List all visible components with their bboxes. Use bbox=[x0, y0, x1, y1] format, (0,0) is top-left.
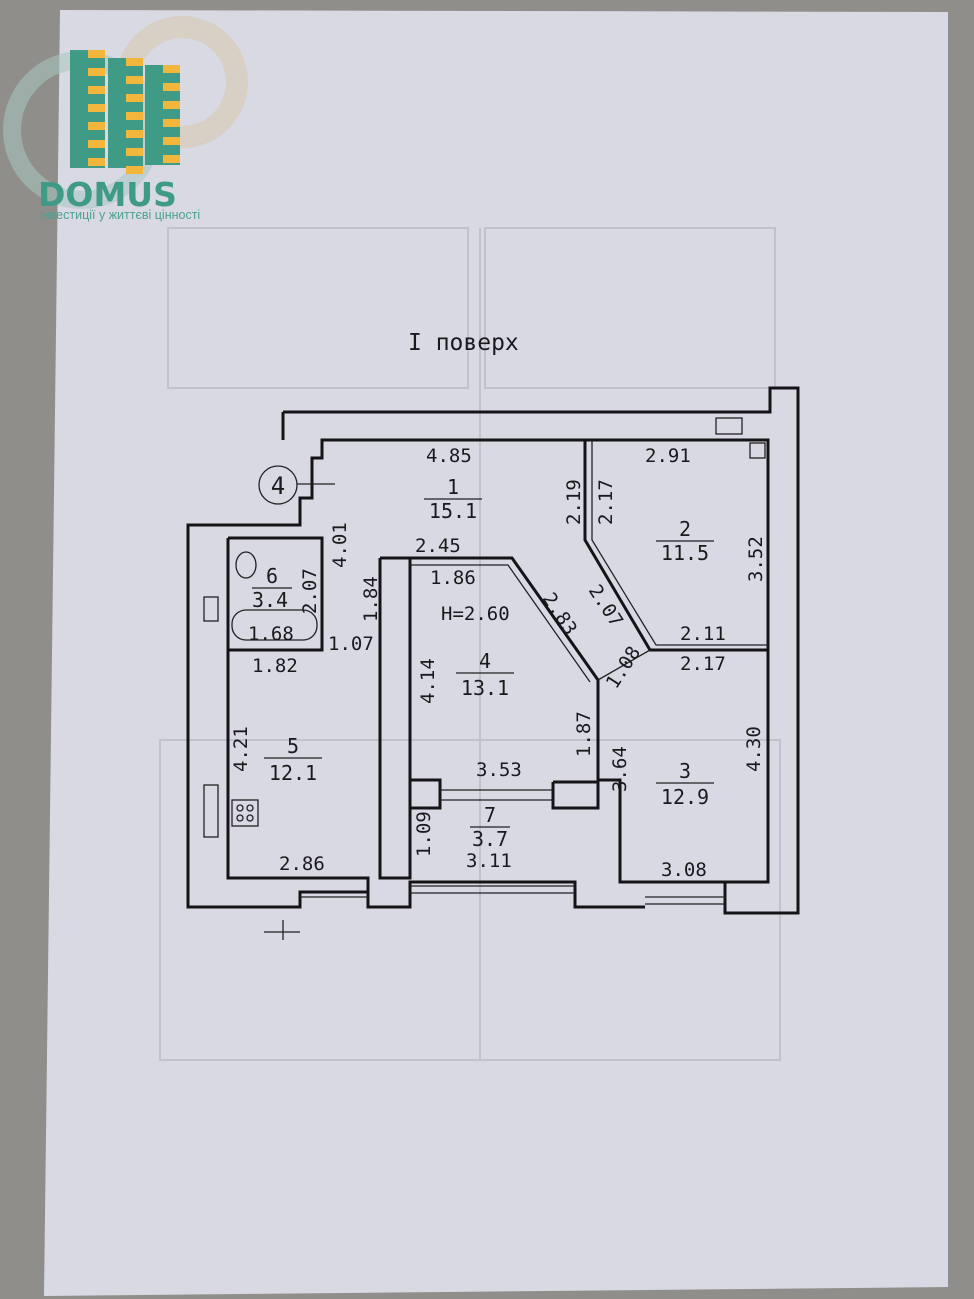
svg-text:1.86: 1.86 bbox=[430, 567, 476, 589]
svg-text:3.53: 3.53 bbox=[476, 759, 522, 781]
svg-text:15.1: 15.1 bbox=[429, 499, 477, 523]
room-1: 115.1 bbox=[424, 475, 482, 523]
ghost-background-plan bbox=[159, 227, 781, 1061]
svg-text:4: 4 bbox=[271, 472, 285, 500]
svg-text:2.17: 2.17 bbox=[595, 479, 617, 525]
svg-text:2: 2 bbox=[679, 517, 691, 541]
svg-text:3.7: 3.7 bbox=[472, 827, 508, 851]
svg-text:2.45: 2.45 bbox=[415, 535, 461, 557]
room-3: 312.9 bbox=[656, 759, 714, 809]
svg-text:12.9: 12.9 bbox=[661, 785, 709, 809]
room-labels: 115.1 211.5 312.9 413.1 512.1 63.4 73.7 bbox=[252, 475, 714, 851]
radiator-icon bbox=[203, 596, 219, 622]
svg-text:12.1: 12.1 bbox=[269, 761, 317, 785]
svg-text:H=2.60: H=2.60 bbox=[441, 603, 510, 625]
room-2: 211.5 bbox=[656, 517, 714, 565]
toilet-icon bbox=[235, 551, 257, 579]
section-marker: 4 bbox=[258, 465, 335, 505]
floor-title: I поверх bbox=[408, 330, 519, 356]
radiator-icon bbox=[203, 784, 219, 838]
svg-text:6: 6 bbox=[266, 564, 278, 588]
room-7: 73.7 bbox=[470, 803, 510, 851]
svg-text:1.87: 1.87 bbox=[573, 711, 595, 757]
svg-text:3.08: 3.08 bbox=[661, 859, 707, 881]
svg-text:4.01: 4.01 bbox=[329, 522, 351, 568]
svg-text:2.07: 2.07 bbox=[299, 568, 321, 614]
svg-text:13.1: 13.1 bbox=[461, 676, 509, 700]
svg-text:2.19: 2.19 bbox=[563, 479, 585, 525]
svg-text:5: 5 bbox=[287, 734, 299, 758]
svg-text:3.4: 3.4 bbox=[252, 588, 288, 612]
svg-text:1.07: 1.07 bbox=[328, 633, 374, 655]
svg-text:1.68: 1.68 bbox=[248, 623, 294, 645]
svg-text:7: 7 bbox=[484, 803, 496, 827]
svg-text:1.84: 1.84 bbox=[360, 576, 382, 622]
logo-tagline: інвестиції у життєві цінності bbox=[40, 208, 200, 222]
svg-text:1.09: 1.09 bbox=[413, 811, 435, 857]
svg-text:4.21: 4.21 bbox=[230, 726, 252, 772]
svg-text:3.64: 3.64 bbox=[609, 746, 631, 792]
svg-text:1.82: 1.82 bbox=[252, 655, 298, 677]
svg-text:11.5: 11.5 bbox=[661, 541, 709, 565]
domus-logo: DOMUS інвестиції у життєві цінності bbox=[3, 16, 248, 222]
logo-name: DOMUS bbox=[38, 175, 177, 214]
bathtub-icon bbox=[231, 609, 318, 641]
svg-text:3.52: 3.52 bbox=[745, 536, 767, 582]
svg-text:4.14: 4.14 bbox=[417, 658, 439, 704]
svg-text:1: 1 bbox=[447, 475, 459, 499]
vent-icon bbox=[715, 417, 743, 435]
svg-text:3: 3 bbox=[679, 759, 691, 783]
svg-text:2.11: 2.11 bbox=[680, 623, 726, 645]
room-6: 63.4 bbox=[252, 564, 292, 612]
svg-text:2.17: 2.17 bbox=[680, 653, 726, 675]
walls bbox=[186, 386, 800, 940]
room-5: 512.1 bbox=[264, 734, 322, 785]
svg-text:4: 4 bbox=[479, 649, 491, 673]
stove-icon bbox=[231, 799, 259, 827]
paper-sheet bbox=[44, 10, 948, 1296]
svg-text:4.30: 4.30 bbox=[743, 726, 765, 772]
room-4: 413.1 bbox=[456, 649, 514, 700]
shaft-icon bbox=[749, 442, 766, 459]
svg-text:3.11: 3.11 bbox=[466, 850, 512, 872]
svg-text:2.91: 2.91 bbox=[645, 445, 691, 467]
svg-text:2.86: 2.86 bbox=[279, 853, 325, 875]
building-icon bbox=[70, 50, 180, 174]
svg-text:4.85: 4.85 bbox=[426, 445, 472, 467]
